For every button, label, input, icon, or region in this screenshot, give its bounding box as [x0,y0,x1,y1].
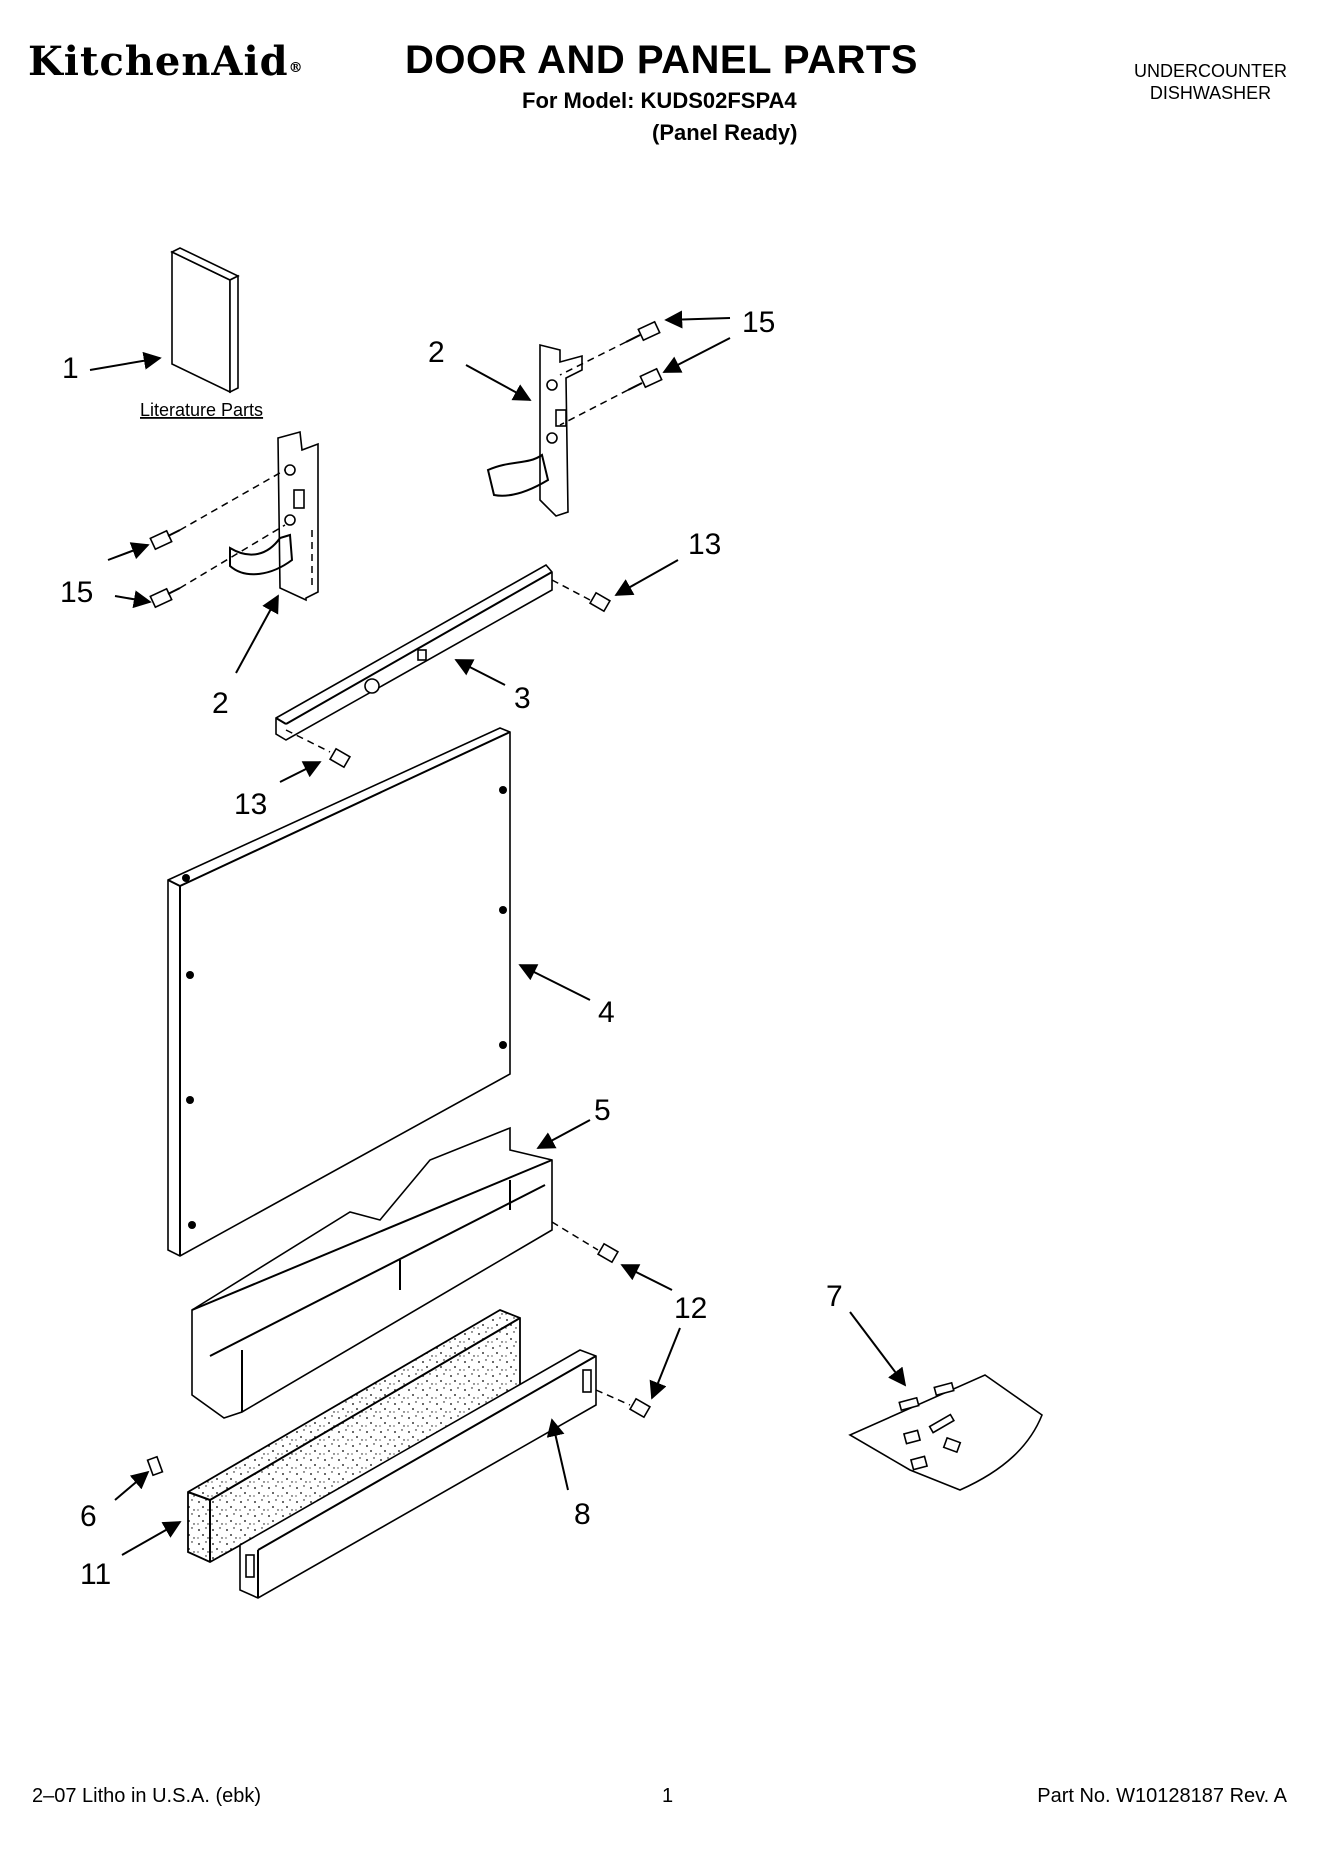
callout-8: 8 [574,1498,591,1531]
appliance-category: UNDERCOUNTER DISHWASHER [1134,60,1287,104]
part-number: Part No. W10128187 Rev. A [1037,1785,1287,1807]
screw-12-upper [596,1242,620,1264]
screw-15-lower-right [627,367,663,391]
category-line-2: DISHWASHER [1149,83,1272,103]
category-line-1: UNDERCOUNTER [1134,61,1287,81]
callout-7: 7 [826,1280,843,1313]
screw-12-lower [628,1397,652,1419]
lower-panel-bracket [191,1126,553,1419]
callout-4: 4 [598,996,615,1029]
screw-13-left [328,747,352,769]
screw-15-lower-left [149,587,181,609]
callout-12: 12 [674,1292,707,1325]
door-panel [167,727,511,1257]
literature-parts-label: Literature Parts [140,400,263,420]
callout-11: 11 [80,1558,111,1591]
model-line: For Model: KUDS02FSPA4 [522,88,797,113]
literature-booklet [170,247,240,394]
callout-13-left: 13 [234,788,267,821]
hinge-bracket-left [229,430,319,602]
callout-5: 5 [594,1094,611,1127]
clip [146,1455,164,1477]
litho-note: 2–07 Litho in U.S.A. (ebk) [32,1785,262,1807]
toe-panel [239,1349,597,1599]
door-support-rail [275,563,553,741]
callout-leaders [89,310,907,1556]
callout-15-right: 15 [742,306,775,339]
callout-2-left: 2 [212,687,229,720]
parts-bag [848,1374,1043,1491]
callout-6: 6 [80,1500,97,1533]
page-number: 1 [662,1785,674,1807]
page-title: DOOR AND PANEL PARTS [405,38,918,82]
variant-line: (Panel Ready) [652,120,798,145]
callout-3: 3 [514,682,531,715]
screw-13-right [588,591,612,613]
hinge-bracket-right [486,343,583,517]
callout-15-left: 15 [60,576,93,609]
callout-2-right: 2 [428,336,445,369]
callout-1: 1 [62,352,79,385]
screw-15-upper-right [625,320,661,343]
callout-13-right: 13 [688,528,721,561]
screw-15-upper-left [149,529,181,551]
brand-logo: KitchenAid® [28,38,304,85]
